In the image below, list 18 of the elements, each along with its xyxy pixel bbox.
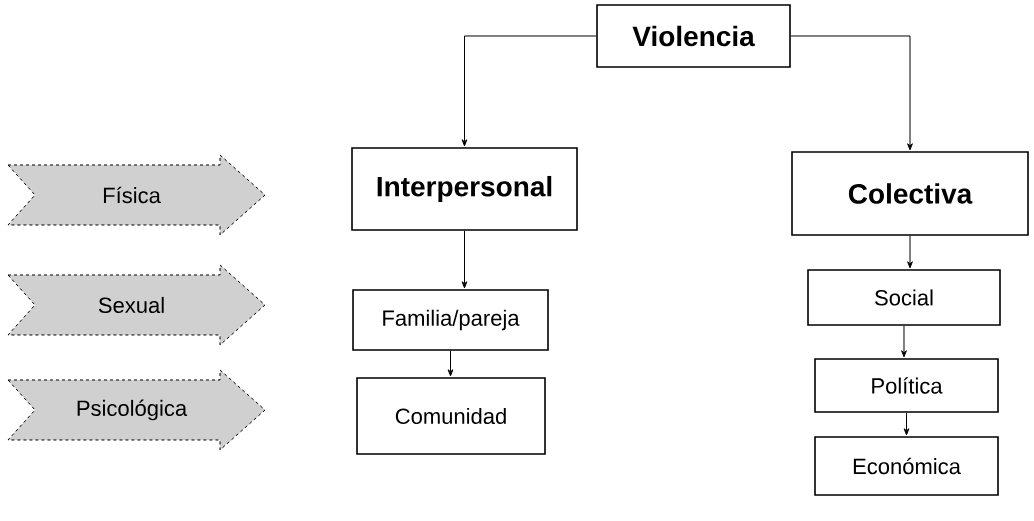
category-box: Violencia (596, 4, 791, 68)
category-box: Interpersonal (351, 147, 578, 231)
process-box: Familia/pareja (352, 289, 549, 351)
process-box: Económica (814, 436, 999, 496)
process-box: Política (814, 358, 999, 413)
chevron-box: Sexual (7, 264, 266, 346)
chevron-box: Física (7, 154, 266, 236)
category-box: Colectiva (791, 151, 1029, 236)
chevron-box: Psicológica (7, 369, 266, 451)
arrow (903, 412, 910, 436)
arrow (907, 235, 913, 269)
process-box: Comunidad (356, 377, 546, 455)
process-box: Social (807, 269, 1001, 326)
arrow (901, 325, 907, 358)
arrow (461, 230, 468, 289)
arrow (461, 35, 597, 147)
arrow (447, 350, 454, 377)
arrow (790, 35, 913, 151)
